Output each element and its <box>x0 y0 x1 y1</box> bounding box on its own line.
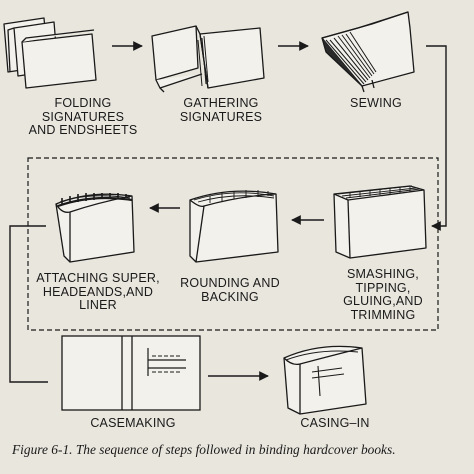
label-casemaking: CASEMAKING <box>90 416 176 430</box>
smashing-illustration <box>333 185 427 259</box>
rounding-illustration <box>189 190 279 263</box>
gathering-illustration <box>151 25 265 93</box>
dashed-group-frame <box>27 157 439 331</box>
label-casing-in: CASING–IN <box>300 416 370 430</box>
label-rounding: ROUNDING AND BACKING <box>180 276 280 304</box>
label-sewing: SEWING <box>350 96 402 110</box>
label-attaching: ATTACHING SUPER, HEADEANDS,AND LINER <box>36 271 160 312</box>
sewing-illustration <box>321 11 415 93</box>
casemaking-illustration <box>61 335 201 411</box>
figure-caption: Figure 6-1. The sequence of steps follow… <box>12 442 396 457</box>
label-folding: FOLDING SIGNATURES AND ENDSHEETS <box>28 96 138 137</box>
arrow-sewing-to-smashing <box>426 45 447 231</box>
casing-in-illustration <box>283 345 367 415</box>
label-smashing: SMASHING, TIPPING, GLUING,AND TRIMMING <box>343 267 423 322</box>
folding-illustration <box>3 17 97 89</box>
label-gathering: GATHERING SIGNATURES <box>179 96 263 124</box>
attaching-illustration <box>55 193 135 263</box>
connector-left-loop <box>9 225 48 383</box>
